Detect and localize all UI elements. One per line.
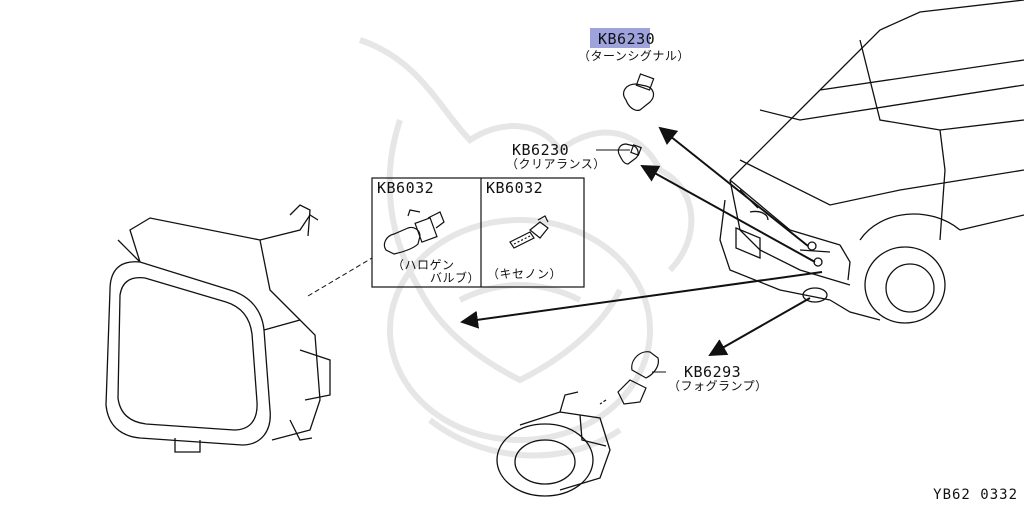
headlamp-leader	[307, 257, 373, 297]
halogen-note: （ハロゲン	[392, 258, 455, 272]
halogen-part-code: KB6032	[377, 179, 435, 197]
fog-part-code: KB6293	[684, 363, 742, 381]
clearance-note: （クリアランス）	[506, 157, 606, 171]
xenon-part-code: KB6032	[486, 179, 544, 197]
car-illustration	[719, 0, 1024, 324]
watermark-emblem	[359, 37, 695, 459]
turn-signal-note: （ターンシグナル）	[578, 49, 690, 63]
headlamp-illustration	[105, 204, 331, 453]
halogen-bulb-icon	[383, 209, 445, 255]
fog-lamp-illustration	[496, 391, 611, 497]
bulb-inset-box	[371, 177, 585, 288]
fog-note: （フォグランプ）	[668, 379, 768, 393]
highlight-marker	[590, 28, 650, 48]
xenon-bulb-icon	[509, 215, 549, 249]
pointer-arrows	[460, 126, 823, 356]
halogen-note-line2: バルブ）	[430, 271, 481, 285]
fog-bulb-icon	[599, 351, 659, 405]
clearance-bulb-icon	[617, 143, 642, 165]
clearance-part-code: KB6230	[512, 141, 570, 159]
xenon-note: （キセノン）	[487, 267, 563, 281]
turn-signal-part-code: KB6230	[598, 30, 656, 48]
diagram-reference: YB62 0332	[933, 487, 1018, 503]
turn-signal-bulb-icon	[623, 73, 655, 111]
label-leaders	[596, 149, 666, 373]
